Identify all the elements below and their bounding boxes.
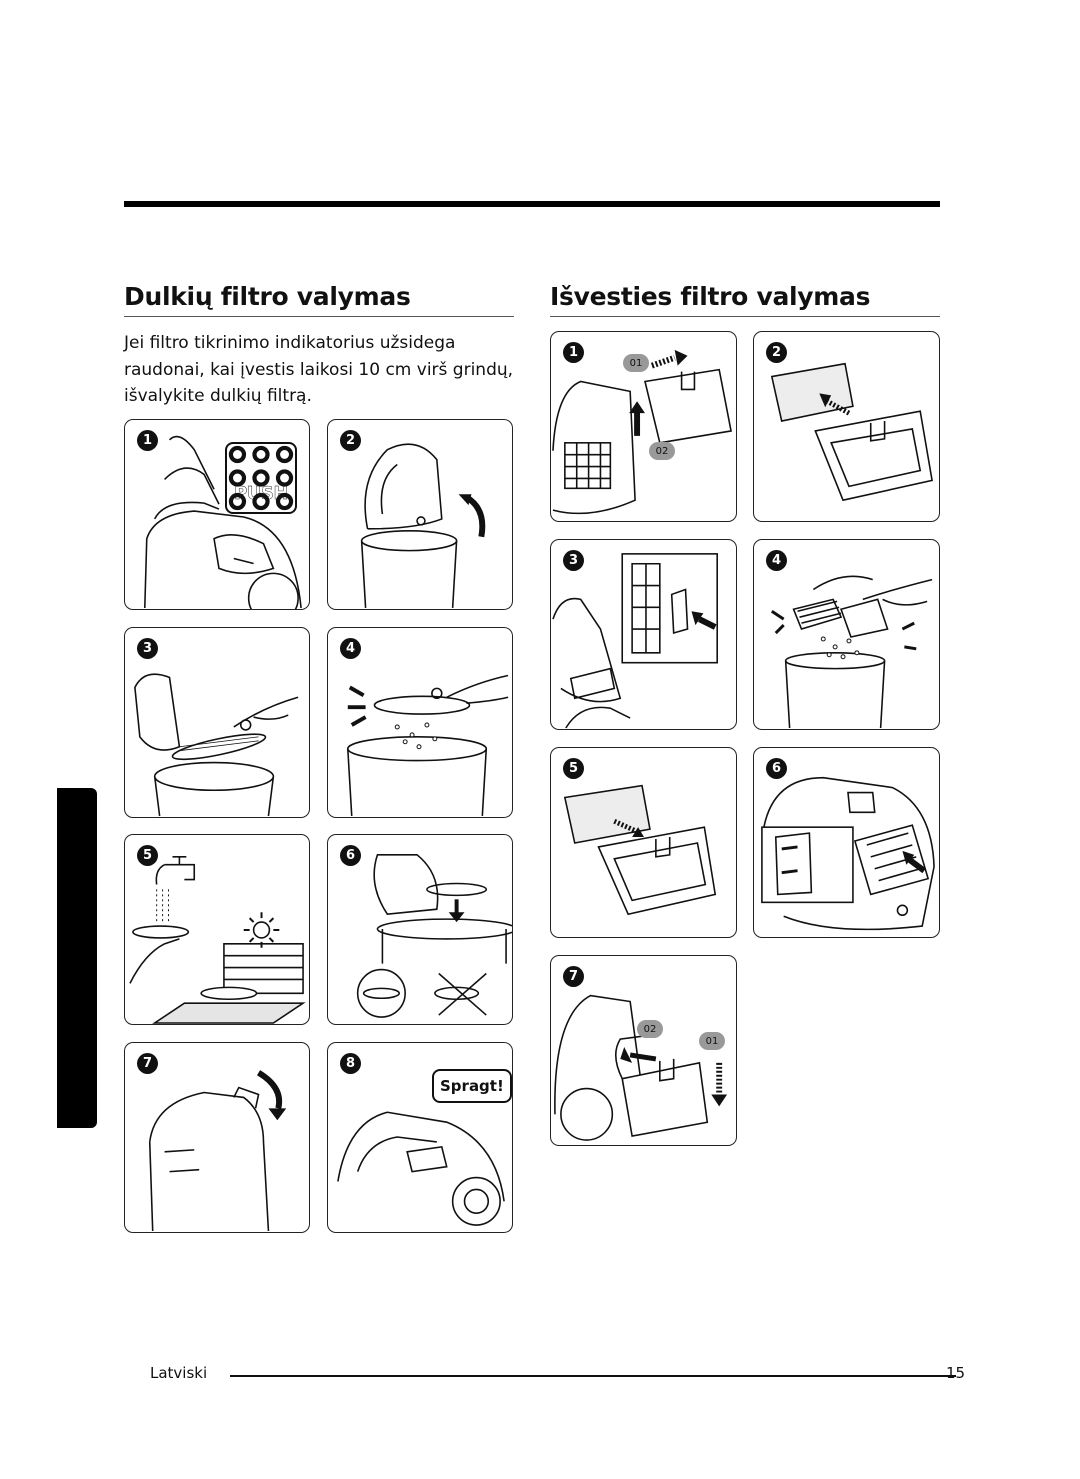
step-badge: 1 bbox=[137, 430, 158, 451]
reinsert-filter-illustration bbox=[356, 854, 512, 1018]
left-title-rule bbox=[124, 316, 514, 317]
left-step-2-panel: 2 bbox=[327, 419, 513, 610]
step-label-02: 02 bbox=[649, 442, 675, 460]
right-section-title: Išvesties filtro valymas bbox=[550, 282, 871, 311]
open-cover-illustration bbox=[552, 349, 732, 515]
step-badge: 5 bbox=[137, 845, 158, 866]
left-step-4-panel: 4 bbox=[327, 627, 513, 818]
step-badge: 2 bbox=[340, 430, 361, 451]
step-badge: 7 bbox=[563, 966, 584, 987]
vacuum-hand-press-illustration bbox=[143, 435, 302, 609]
right-step-5-panel: 5 bbox=[550, 747, 737, 938]
remove-filter-illustration bbox=[134, 673, 299, 817]
left-step-3-panel: 3 bbox=[124, 627, 310, 818]
step-badge: 4 bbox=[766, 550, 787, 571]
push-callout: PUSH bbox=[225, 442, 297, 514]
right-title-rule bbox=[550, 316, 940, 317]
left-step-6-panel: 6 bbox=[327, 834, 513, 1025]
right-step-1-panel: 1 01 02 bbox=[550, 331, 737, 522]
footer-language: Latviski bbox=[150, 1364, 208, 1382]
step-badge: 8 bbox=[340, 1053, 361, 1074]
tap-hepa-illustration bbox=[770, 575, 933, 729]
step-badge: 1 bbox=[563, 342, 584, 363]
step-badge: 4 bbox=[340, 638, 361, 659]
right-step-3-panel: 3 bbox=[550, 539, 737, 730]
right-step-7-panel: 7 02 01 bbox=[550, 955, 737, 1146]
remove-hepa-illustration bbox=[552, 553, 718, 729]
left-step-8-panel: 8 Spragt! bbox=[327, 1042, 513, 1233]
left-intro-text: Jei filtro tikrinimo indikatorius užside… bbox=[124, 333, 514, 406]
insert-pad-illustration bbox=[563, 784, 717, 916]
step-label-01: 01 bbox=[699, 1032, 725, 1050]
left-step-7-panel: 7 bbox=[124, 1042, 310, 1233]
left-step-5-panel: 5 bbox=[124, 834, 310, 1025]
step-badge: 3 bbox=[137, 638, 158, 659]
tap-filter-illustration bbox=[346, 674, 509, 817]
right-step-4-panel: 4 bbox=[753, 539, 940, 730]
spragt-callout: Spragt! bbox=[432, 1069, 512, 1103]
step-badge: 2 bbox=[766, 342, 787, 363]
step-label-02: 02 bbox=[637, 1020, 663, 1038]
step-badge: 3 bbox=[563, 550, 584, 571]
close-lid-illustration bbox=[148, 1070, 287, 1232]
step-label-01: 01 bbox=[623, 354, 649, 372]
left-section-title: Dulkių filtro valymas bbox=[124, 282, 411, 311]
footer-rule bbox=[230, 1375, 956, 1377]
wash-dry-illustration bbox=[129, 855, 306, 1024]
close-cover-illustration bbox=[554, 994, 728, 1141]
dots-icon bbox=[228, 445, 294, 511]
right-step-2-panel: 2 bbox=[753, 331, 940, 522]
step-badge: 6 bbox=[340, 845, 361, 866]
page-number: 15 bbox=[946, 1364, 966, 1382]
step-badge: 5 bbox=[563, 758, 584, 779]
lid-open-illustration bbox=[360, 443, 486, 609]
remove-pad-illustration bbox=[770, 362, 933, 502]
step-badge: 7 bbox=[137, 1053, 158, 1074]
insert-hepa-illustration bbox=[761, 776, 935, 931]
top-rule bbox=[124, 201, 940, 207]
step-badge: 6 bbox=[766, 758, 787, 779]
right-step-6-panel: 6 bbox=[753, 747, 940, 938]
left-step-1-panel: 1 PUSH bbox=[124, 419, 310, 610]
section-tab bbox=[57, 788, 97, 1128]
lid-click-illustration bbox=[337, 1111, 505, 1226]
